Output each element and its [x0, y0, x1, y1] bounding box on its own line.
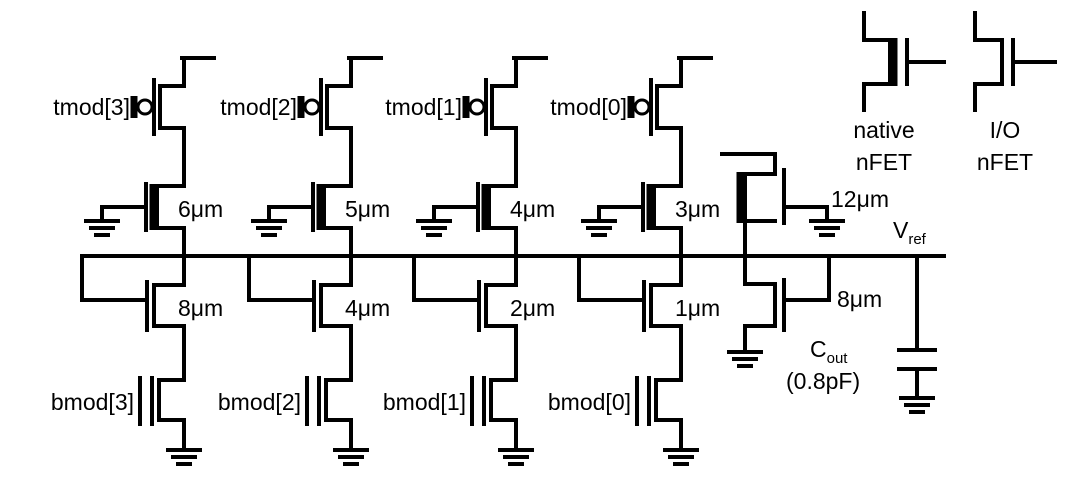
ground-icon: [581, 219, 617, 237]
gate-to-ground-wire: [597, 205, 645, 223]
legend-io-line1: I/O: [990, 117, 1021, 143]
ground-icon: [727, 350, 763, 368]
legend-io-body: [973, 11, 1004, 112]
branch-2: tmod[1] 4μm 2μm bmod[1]: [383, 56, 555, 466]
ground-icon: [251, 219, 287, 237]
pmos-bubble-icon: [303, 98, 321, 116]
tmod-label: tmod[2]: [220, 94, 297, 120]
ground-icon: [809, 219, 845, 237]
cout-label: Cout: [810, 336, 848, 367]
gate-to-ground-wire: [267, 205, 315, 223]
branch-1: tmod[2] 5μm 4μm bmod[2]: [218, 56, 390, 466]
upper-width-label: 4μm: [510, 196, 555, 222]
tmod-label: tmod[0]: [550, 94, 627, 120]
extra-lower-width-label: 8μm: [837, 286, 882, 312]
gate-feedback-wire: [247, 254, 316, 302]
upper-width-label: 6μm: [178, 196, 223, 222]
lower-width-label: 2μm: [510, 295, 555, 321]
bmod-label: bmod[0]: [548, 389, 631, 415]
pmos-bubble-icon: [468, 98, 486, 116]
branch-3: tmod[0] 3μm 1μm bmod[0]: [548, 56, 720, 466]
lower-width-label: 4μm: [345, 295, 390, 321]
ground-icon: [663, 448, 699, 466]
pmos-bubble-icon: [633, 98, 651, 116]
legend-native-line2: nFET: [856, 149, 912, 175]
lower-width-label: 8μm: [178, 295, 223, 321]
tmod-label: tmod[1]: [385, 94, 462, 120]
bmod-label: bmod[1]: [383, 389, 466, 415]
lower-width-label: 1μm: [675, 295, 720, 321]
ground-icon: [333, 448, 369, 466]
gate-feedback-wire: [782, 254, 831, 302]
ground-icon: [498, 448, 534, 466]
extra-upper-width-label: 12μm: [831, 186, 889, 212]
ground-icon: [166, 448, 202, 466]
gate-feedback-wire: [577, 254, 646, 302]
ground-icon: [84, 219, 120, 237]
legend-io-line2: nFET: [977, 149, 1033, 175]
bmod-label: bmod[2]: [218, 389, 301, 415]
tmod-label: tmod[3]: [53, 94, 130, 120]
cout-value-label: (0.8pF): [786, 368, 860, 394]
ground-icon: [416, 219, 452, 237]
gate-to-ground-wire: [100, 205, 148, 223]
upper-width-label: 5μm: [345, 196, 390, 222]
gate-feedback-wire: [412, 254, 481, 302]
branch-0: tmod[3] 6μm 8μm bmod[3]: [51, 56, 223, 466]
gate-to-ground-wire: [432, 205, 480, 223]
cap-ground-icon: [899, 396, 935, 414]
bmod-label: bmod[3]: [51, 389, 134, 415]
gate-feedback-wire: [80, 254, 149, 302]
upper-width-label: 3μm: [675, 196, 720, 222]
legend-native-line1: native: [853, 117, 914, 143]
gate-to-ground-wire: [782, 205, 829, 223]
pmos-bubble-icon: [136, 98, 154, 116]
vref-label: Vref: [893, 217, 927, 248]
legend-native-body: [862, 11, 892, 112]
